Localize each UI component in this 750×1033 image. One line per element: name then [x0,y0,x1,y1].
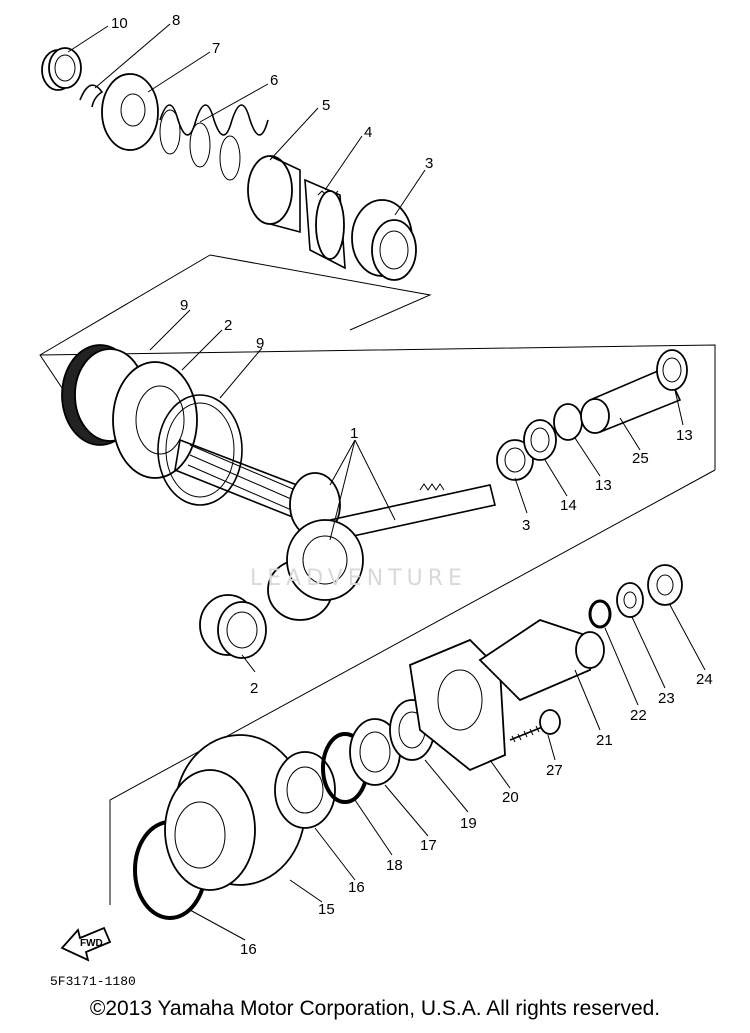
diagram-part-code: 5F3171-1180 [50,974,136,989]
callout-27: 27 [546,762,563,779]
callout-1: 1 [350,425,358,442]
part-17-bearing [274,751,336,829]
part-5-sliding-dog [247,155,301,234]
callout-13-left: 13 [595,477,612,494]
callout-22: 21 [596,732,613,749]
callout-21: 20 [502,789,519,806]
part-14-spacer [523,419,557,461]
part-13-shim-left [553,403,583,441]
callout-9: 9 [256,335,264,352]
callout-18: 17 [420,837,437,854]
part-3-right-bearing [496,439,534,481]
callout-17: 16 [348,879,365,896]
callout-16: 16 [240,941,257,958]
callout-24: 23 [658,690,675,707]
part-2-lower-bearing [199,594,267,659]
callout-4: 4 [364,124,372,141]
part-22-yoke [478,619,605,702]
callout-3-right: 3 [522,517,530,534]
part-4-gear [304,178,346,270]
part-1-shaft-and-gear [174,438,496,621]
callout-6: 6 [270,72,278,89]
part-6-spring [159,104,269,181]
part-11-needle-bearing [41,47,82,91]
part-25-nut [647,564,683,606]
callout-numbers: 10 8 7 6 5 4 3 9 2 9 1 2 3 14 13 25 13 2… [111,12,713,958]
watermark: LEADVENTURE [250,566,467,591]
callout-2-upper: 2 [224,317,232,334]
callout-11: 10 [111,15,128,32]
part-9-shim [157,394,243,506]
callout-2-lower: 2 [250,680,258,697]
part-13-shim-right [656,349,688,391]
callout-25: 24 [696,671,713,688]
part-15-housing [164,734,306,891]
callout-15: 15 [318,901,335,918]
part-24-washer [616,582,644,618]
part-2-upper-bearing [112,361,198,479]
copyright-notice: ©2013 Yamaha Motor Corporation, U.S.A. A… [89,997,661,1020]
part-21-gasket-plate [409,638,506,772]
callout-5: 5 [322,97,330,114]
callout-19: 18 [386,857,403,874]
callout-8: 8 [172,12,180,29]
part-23-o-ring [588,599,612,629]
forward-label: FWD [80,938,103,949]
part-3-bearing [351,199,417,281]
callout-23: 22 [630,707,647,724]
part-8-clip [79,84,104,108]
part-27-bolt [509,709,561,743]
part-26-collar [580,366,682,434]
callout-7: 7 [212,40,220,57]
callout-26: 25 [632,450,649,467]
part-7-washer [101,73,159,151]
callout-14: 14 [560,497,577,514]
callout-20: 19 [460,815,477,832]
callout-10: 9 [180,297,188,314]
callout-13-right: 13 [676,427,693,444]
leader-lines [67,23,706,941]
callout-3-upper: 3 [425,155,433,172]
forward-arrow-icon: FWD [60,926,112,962]
